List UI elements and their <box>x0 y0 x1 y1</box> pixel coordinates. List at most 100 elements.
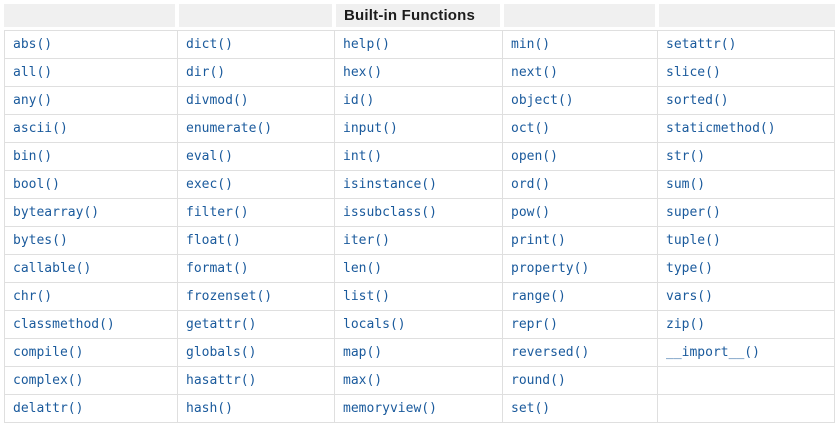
function-link[interactable]: locals() <box>343 317 406 332</box>
function-link[interactable]: callable() <box>13 261 92 276</box>
function-cell: bytearray() <box>4 198 177 226</box>
function-link[interactable]: dir() <box>186 65 226 80</box>
function-link[interactable]: round() <box>511 373 566 388</box>
function-link[interactable]: min() <box>511 37 551 52</box>
function-link[interactable]: bool() <box>13 177 60 192</box>
function-link[interactable]: oct() <box>511 121 551 136</box>
function-cell: frozenset() <box>177 282 334 310</box>
function-link[interactable]: set() <box>511 401 551 416</box>
function-link[interactable]: object() <box>511 93 574 108</box>
function-cell: any() <box>4 86 177 114</box>
function-link[interactable]: frozenset() <box>186 289 273 304</box>
table-row: all() dir() hex() next() slice() <box>4 58 835 86</box>
function-link[interactable]: float() <box>186 233 241 248</box>
function-link[interactable]: tuple() <box>666 233 721 248</box>
function-link[interactable]: hash() <box>186 401 233 416</box>
function-link[interactable]: enumerate() <box>186 121 273 136</box>
function-link[interactable]: max() <box>343 373 383 388</box>
table-row: any() divmod() id() object() sorted() <box>4 86 835 114</box>
function-link[interactable]: next() <box>511 65 558 80</box>
function-link[interactable]: staticmethod() <box>666 121 776 136</box>
function-link[interactable]: print() <box>511 233 566 248</box>
table-row: callable() format() len() property() type() <box>4 254 835 282</box>
function-link[interactable]: pow() <box>511 205 551 220</box>
function-link[interactable]: sum() <box>666 177 706 192</box>
function-link[interactable]: ascii() <box>13 121 68 136</box>
function-link[interactable]: exec() <box>186 177 233 192</box>
function-link[interactable]: slice() <box>666 65 721 80</box>
function-link[interactable]: zip() <box>666 317 706 332</box>
function-cell: hex() <box>334 58 502 86</box>
table-row: complex() hasattr() max() round() <box>4 366 835 394</box>
function-link[interactable]: hex() <box>343 65 383 80</box>
function-link[interactable]: bytes() <box>13 233 68 248</box>
function-link[interactable]: all() <box>13 65 53 80</box>
function-link[interactable]: int() <box>343 149 383 164</box>
table-row: classmethod() getattr() locals() repr() zip(… <box>4 310 835 338</box>
function-cell: float() <box>177 226 334 254</box>
function-link[interactable]: type() <box>666 261 713 276</box>
function-link[interactable]: range() <box>511 289 566 304</box>
function-link[interactable]: property() <box>511 261 590 276</box>
function-link[interactable]: hasattr() <box>186 373 257 388</box>
function-link[interactable]: issubclass() <box>343 205 437 220</box>
function-link[interactable]: divmod() <box>186 93 249 108</box>
function-link[interactable]: dict() <box>186 37 233 52</box>
function-cell: dict() <box>177 30 334 58</box>
table-row: bool() exec() isinstance() ord() sum() <box>4 170 835 198</box>
function-link[interactable]: delattr() <box>13 401 84 416</box>
function-link[interactable]: iter() <box>343 233 390 248</box>
function-cell: next() <box>502 58 657 86</box>
function-link[interactable]: vars() <box>666 289 713 304</box>
function-link[interactable]: bin() <box>13 149 53 164</box>
function-cell: complex() <box>4 366 177 394</box>
table-row: compile() globals() map() reversed() __impor… <box>4 338 835 366</box>
function-link[interactable]: list() <box>343 289 390 304</box>
header-cell-empty-5 <box>657 4 835 30</box>
function-link[interactable]: eval() <box>186 149 233 164</box>
function-link[interactable]: str() <box>666 149 706 164</box>
function-cell: zip() <box>657 310 835 338</box>
function-cell: min() <box>502 30 657 58</box>
function-link[interactable]: compile() <box>13 345 84 360</box>
function-link[interactable]: input() <box>343 121 398 136</box>
function-cell: map() <box>334 338 502 366</box>
function-link[interactable]: isinstance() <box>343 177 437 192</box>
function-cell: setattr() <box>657 30 835 58</box>
function-cell: issubclass() <box>334 198 502 226</box>
function-link[interactable]: any() <box>13 93 53 108</box>
function-cell: globals() <box>177 338 334 366</box>
function-link[interactable]: bytearray() <box>13 205 100 220</box>
function-link[interactable]: len() <box>343 261 383 276</box>
function-link[interactable]: chr() <box>13 289 53 304</box>
function-cell: bytes() <box>4 226 177 254</box>
function-link[interactable]: memoryview() <box>343 401 437 416</box>
function-link[interactable]: open() <box>511 149 558 164</box>
function-link[interactable]: sorted() <box>666 93 729 108</box>
function-cell: round() <box>502 366 657 394</box>
function-link[interactable]: ord() <box>511 177 551 192</box>
function-link[interactable]: abs() <box>13 37 53 52</box>
function-link[interactable]: complex() <box>13 373 84 388</box>
function-cell: vars() <box>657 282 835 310</box>
function-link[interactable]: globals() <box>186 345 257 360</box>
function-link[interactable]: setattr() <box>666 37 737 52</box>
function-link[interactable]: super() <box>666 205 721 220</box>
function-link[interactable]: reversed() <box>511 345 590 360</box>
function-link[interactable]: __import__() <box>666 345 760 360</box>
function-cell: callable() <box>4 254 177 282</box>
function-link[interactable]: format() <box>186 261 249 276</box>
function-link[interactable]: repr() <box>511 317 558 332</box>
function-link[interactable]: getattr() <box>186 317 257 332</box>
table-row: bin() eval() int() open() str() <box>4 142 835 170</box>
function-link[interactable]: classmethod() <box>13 317 115 332</box>
function-link[interactable]: id() <box>343 93 375 108</box>
function-cell: locals() <box>334 310 502 338</box>
function-cell: help() <box>334 30 502 58</box>
function-cell: memoryview() <box>334 394 502 423</box>
function-link[interactable]: filter() <box>186 205 249 220</box>
function-link[interactable]: help() <box>343 37 390 52</box>
function-link[interactable]: map() <box>343 345 383 360</box>
function-cell: classmethod() <box>4 310 177 338</box>
function-cell: max() <box>334 366 502 394</box>
